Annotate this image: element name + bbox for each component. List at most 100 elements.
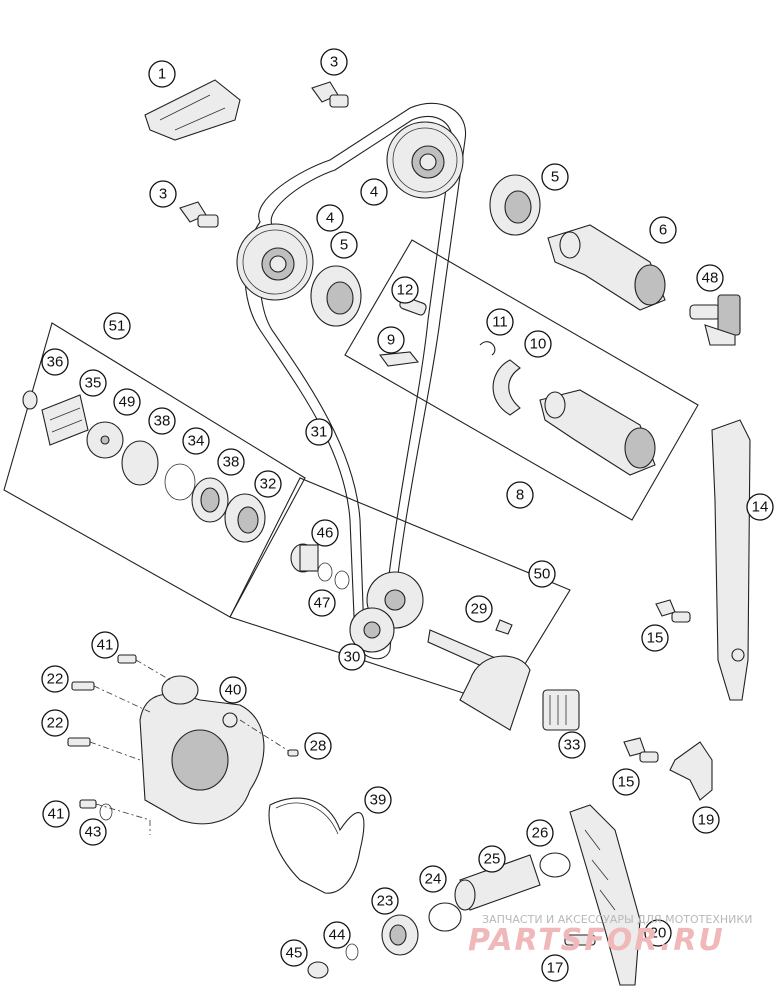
watermark-tagline: ЗАПЧАСТИ И АКСЕССУАРЫ ДЛЯ МОТОТЕХНИКИ — [482, 913, 752, 926]
svg-text:4: 4 — [370, 184, 378, 201]
callout-43: 43 — [79, 818, 107, 846]
svg-text:32: 32 — [260, 476, 277, 493]
svg-text:15: 15 — [647, 630, 664, 647]
callout-35: 35 — [79, 369, 107, 397]
retaining-plate — [144, 79, 241, 141]
svg-text:6: 6 — [659, 222, 667, 239]
callout-5-lower: 5 — [330, 231, 358, 259]
svg-text:22: 22 — [47, 715, 64, 732]
frame-camshaft-group — [344, 239, 699, 521]
svg-text:20: 20 — [650, 925, 667, 942]
callout-31: 31 — [305, 418, 333, 446]
callout-41-bottom: 41 — [42, 800, 70, 828]
chain-tensioner — [307, 852, 596, 979]
callout-39: 39 — [364, 786, 392, 814]
callout-24: 24 — [419, 865, 447, 893]
svg-text:48: 48 — [702, 270, 719, 287]
svg-text:38: 38 — [223, 454, 240, 471]
svg-text:26: 26 — [532, 825, 549, 842]
svg-text:50: 50 — [534, 566, 551, 583]
svg-text:36: 36 — [47, 354, 64, 371]
callout-3-left: 3 — [149, 180, 177, 208]
tensioner-rail — [569, 804, 641, 986]
svg-text:28: 28 — [310, 738, 327, 755]
callout-1: 1 — [148, 60, 176, 88]
callout-4-lower: 4 — [316, 204, 344, 232]
frame-balancer-group — [229, 477, 571, 706]
callout-41-top: 41 — [91, 631, 119, 659]
callout-49: 49 — [113, 388, 141, 416]
callout-29: 29 — [465, 595, 493, 623]
svg-text:40: 40 — [225, 682, 242, 699]
bolt-15-upper — [655, 599, 691, 623]
svg-text:43: 43 — [85, 824, 102, 841]
svg-text:45: 45 — [286, 945, 303, 962]
svg-text:15: 15 — [618, 774, 635, 791]
callout-40: 40 — [219, 676, 247, 704]
callout-25: 25 — [478, 845, 506, 873]
cover-gasket — [268, 797, 365, 894]
tensioner-lever — [669, 741, 713, 801]
callout-8: 8 — [506, 481, 534, 509]
svg-text:30: 30 — [344, 649, 361, 666]
callout-47: 47 — [308, 589, 336, 617]
callout-17: 17 — [541, 954, 569, 982]
callout-11: 11 — [486, 308, 514, 336]
callout-45: 45 — [280, 939, 308, 967]
callout-10: 10 — [524, 330, 552, 358]
svg-text:14: 14 — [752, 499, 769, 516]
callout-15-lower: 15 — [612, 768, 640, 796]
callout-38-a: 38 — [148, 407, 176, 435]
callout-36: 36 — [41, 348, 69, 376]
callout-23: 23 — [371, 887, 399, 915]
svg-text:39: 39 — [370, 792, 387, 809]
cover-screws — [67, 654, 299, 835]
callout-26: 26 — [526, 819, 554, 847]
svg-text:1: 1 — [158, 66, 166, 83]
svg-text:9: 9 — [387, 332, 395, 349]
callout-5-upper: 5 — [541, 163, 569, 191]
svg-text:31: 31 — [311, 424, 328, 441]
bearing-lower — [310, 265, 362, 327]
callout-33: 33 — [558, 731, 586, 759]
callout-48: 48 — [696, 264, 724, 292]
callout-51: 51 — [103, 312, 131, 340]
camshaft-sensor — [689, 294, 741, 346]
svg-text:23: 23 — [377, 893, 394, 910]
exhaust-camshaft — [539, 389, 656, 476]
svg-text:5: 5 — [340, 237, 348, 254]
callout-3-top: 3 — [320, 48, 348, 76]
balancer-parts — [290, 543, 531, 731]
svg-text:51: 51 — [109, 318, 126, 335]
bolt-top — [311, 81, 349, 108]
svg-text:12: 12 — [397, 282, 414, 299]
svg-text:19: 19 — [698, 812, 715, 829]
frame-waterpump-group — [3, 322, 306, 618]
svg-text:46: 46 — [317, 525, 334, 542]
cam-sprocket-lower — [236, 223, 314, 301]
callout-44: 44 — [323, 921, 351, 949]
callout-14: 14 — [746, 493, 774, 521]
svg-text:25: 25 — [484, 851, 501, 868]
callout-22-bottom: 22 — [41, 709, 69, 737]
callout-19: 19 — [692, 806, 720, 834]
watermark: ЗАПЧАСТИ И АКСЕССУАРЫ ДЛЯ МОТОТЕХНИКИ PA… — [468, 913, 752, 958]
svg-text:33: 33 — [564, 737, 581, 754]
svg-text:17: 17 — [547, 960, 564, 977]
cam-sprocket-upper — [386, 121, 464, 199]
watermark-logo: PARTSFOR.RU — [468, 923, 725, 958]
intake-camshaft — [547, 224, 666, 311]
svg-text:4: 4 — [326, 210, 334, 227]
svg-text:41: 41 — [97, 637, 114, 654]
svg-text:41: 41 — [48, 806, 65, 823]
callout-12: 12 — [391, 276, 419, 304]
callout-32: 32 — [254, 470, 282, 498]
svg-text:5: 5 — [551, 169, 559, 186]
callout-6: 6 — [649, 216, 677, 244]
callout-9: 9 — [377, 326, 405, 354]
callout-4-upper: 4 — [360, 178, 388, 206]
svg-text:34: 34 — [188, 433, 205, 450]
water-pump-parts — [22, 390, 266, 543]
bolt-left — [179, 201, 219, 228]
